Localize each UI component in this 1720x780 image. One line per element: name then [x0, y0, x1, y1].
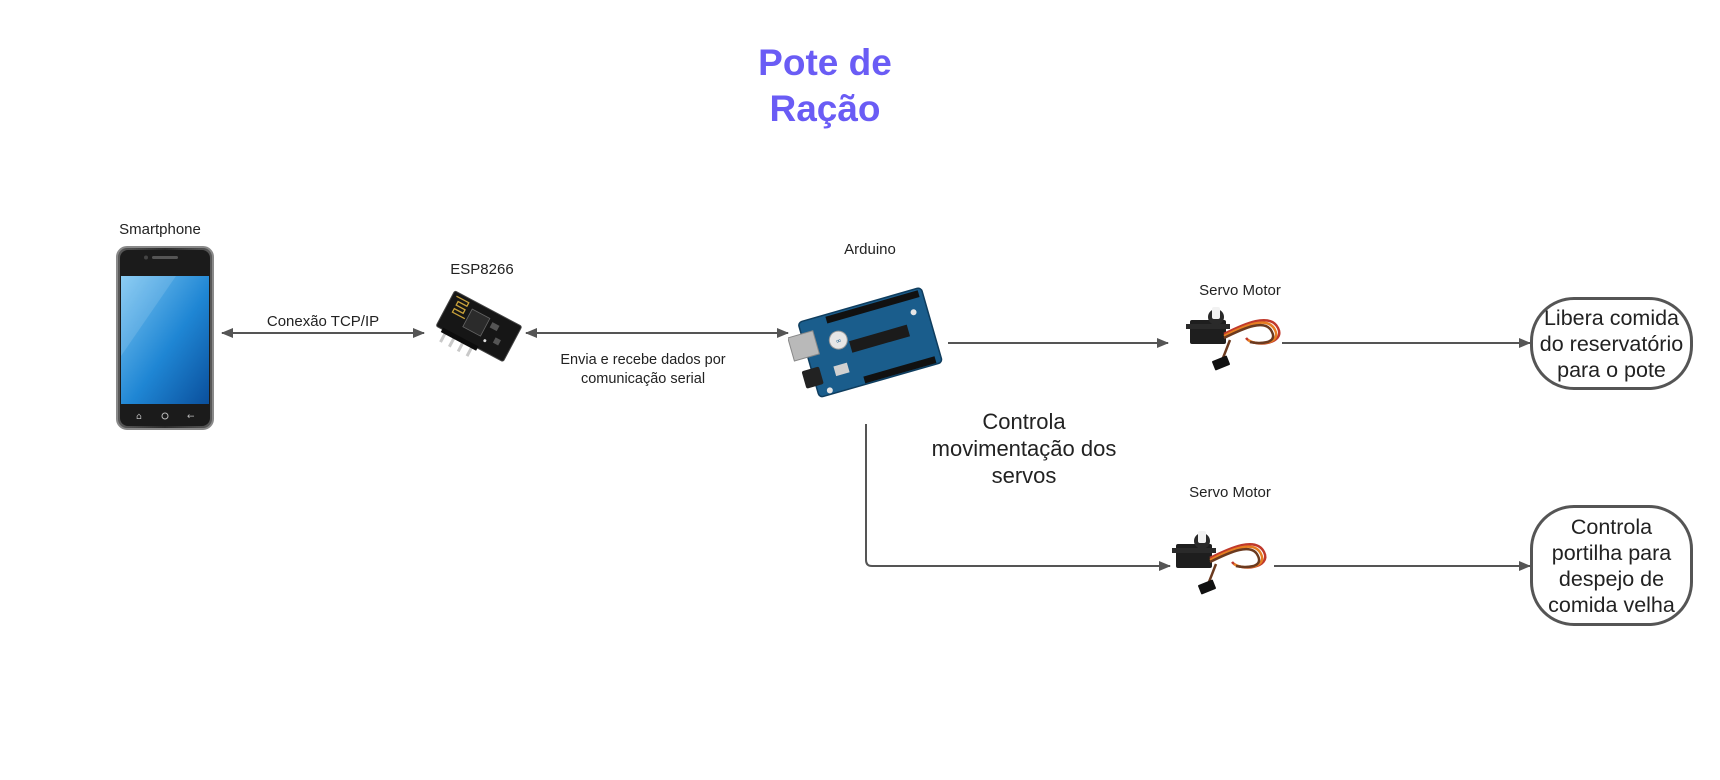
esp8266-label: ESP8266 — [450, 261, 514, 278]
output-bottom-line-1: Controla — [1570, 514, 1653, 539]
servo-control-label: Controla movimentação dos servos — [912, 408, 1136, 489]
diagram-title: Pote de Ração — [640, 40, 1010, 132]
output-bottom-line-2: portilha para — [1551, 540, 1672, 565]
svg-text:∞: ∞ — [835, 336, 843, 345]
esp8266-module-icon — [436, 290, 522, 362]
output-old-food-hatch: Controla portilha para despejo de comida… — [1530, 505, 1693, 626]
output-bottom-line-3: despejo de — [1558, 566, 1665, 591]
servo-motor-top-icon — [1186, 307, 1281, 371]
servo-motor-bottom-icon — [1172, 531, 1267, 595]
output-bottom-line-4: comida velha — [1548, 592, 1675, 617]
output-top-line-2: do reservatório — [1539, 331, 1684, 356]
title-line-2: Ração — [769, 88, 881, 129]
serial-caption-line-1: Envia e recebe dados por — [560, 352, 726, 368]
servo-motor-top-label: Servo Motor — [1199, 282, 1281, 299]
svg-text:⌂: ⌂ — [136, 412, 142, 422]
serial-communication-label: Envia e recebe dados por comunicação ser… — [540, 351, 746, 389]
svg-text:←: ← — [187, 412, 195, 422]
smartphone-icon: ⌂ ← — [116, 246, 214, 430]
serial-caption-line-2: comunicação serial — [580, 371, 706, 387]
output-top-line-3: para o pote — [1557, 357, 1666, 382]
tcp-connection-label: Conexão TCP/IP — [266, 313, 380, 330]
output-release-food: Libera comida do reservatório para o pot… — [1530, 297, 1693, 390]
control-caption-line-2: movimentação dos — [931, 436, 1117, 461]
smartphone-label: Smartphone — [119, 221, 201, 238]
arduino-label: Arduino — [844, 241, 896, 258]
control-caption-line-3: servos — [991, 463, 1057, 488]
output-top-line-1: Libera comida — [1543, 305, 1680, 330]
arduino-to-servo-bottom-arrow — [865, 424, 1171, 571]
title-line-1: Pote de — [758, 42, 892, 83]
arduino-uno-board-icon: ∞ — [788, 287, 943, 398]
servo-motor-bottom-label: Servo Motor — [1189, 484, 1271, 501]
control-caption-line-1: Controla — [982, 409, 1066, 434]
